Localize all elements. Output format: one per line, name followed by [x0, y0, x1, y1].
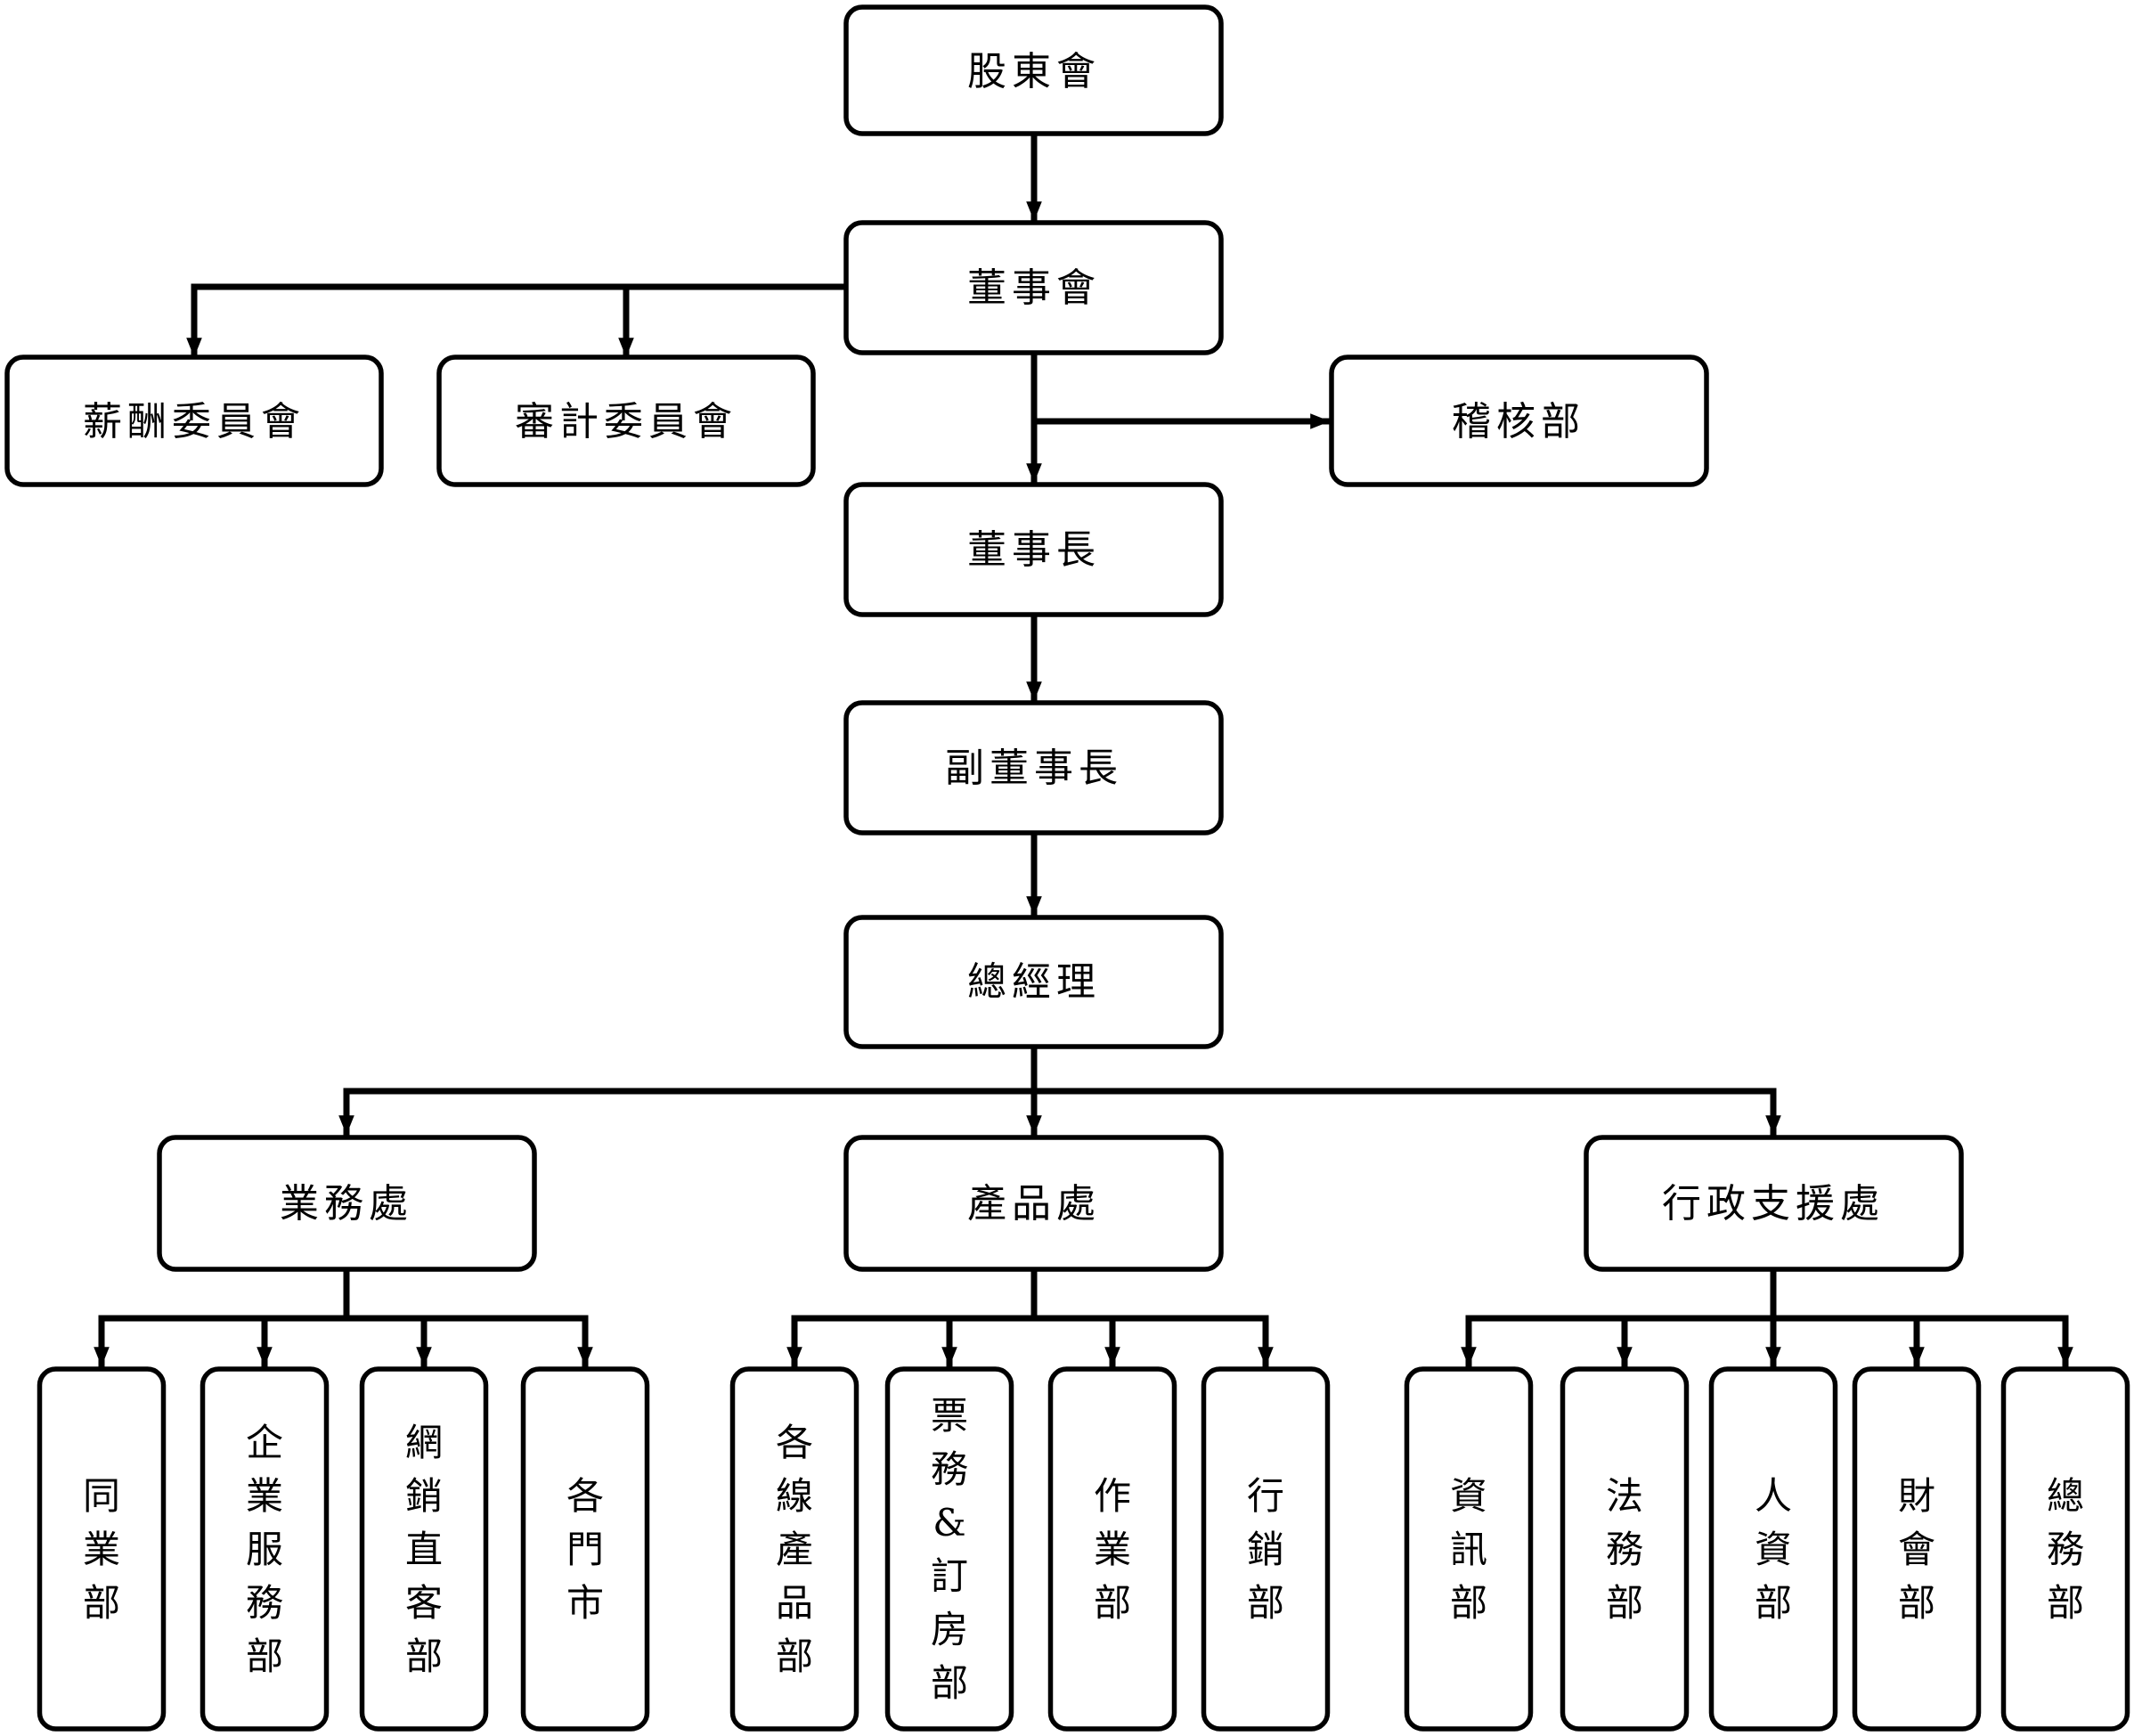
division-admin-label: 行政支援處	[1662, 1181, 1885, 1227]
node-board: 董事會	[843, 220, 1224, 355]
connector-sales-bus	[98, 1266, 589, 1322]
division-product-label: 產品處	[967, 1181, 1101, 1227]
department-node: 作業部	[1047, 1366, 1177, 1732]
node-division-product: 產品處	[843, 1135, 1224, 1272]
node-vice-chairman: 副董事長	[843, 700, 1224, 835]
department-label: 資訊部	[1450, 1474, 1487, 1625]
node-audit-committee-label: 審計委員會	[515, 399, 737, 444]
department-label: 財會部	[1898, 1474, 1935, 1625]
department-node: 同業部	[37, 1366, 167, 1732]
node-audit-dept: 稽核部	[1329, 355, 1709, 487]
department-label: 各線產品部	[776, 1421, 813, 1678]
department-label: 作業部	[1094, 1474, 1131, 1625]
department-node: 企業服務部	[200, 1366, 330, 1732]
department-label: 票務&訂房部	[931, 1394, 968, 1705]
node-audit-dept-label: 稽核部	[1452, 399, 1585, 444]
department-label: 各門市	[566, 1474, 604, 1625]
node-general-manager: 總經理	[843, 915, 1224, 1049]
department-node: 票務&訂房部	[884, 1366, 1014, 1732]
department-node: 行銷部	[1201, 1366, 1331, 1732]
node-audit-committee: 審計委員會	[436, 355, 816, 487]
connector-admin-bus	[1465, 1266, 2069, 1322]
connector-board-compensation	[186, 283, 850, 359]
node-compensation-committee: 薪酬委員會	[4, 355, 384, 487]
department-label: 人資部	[1755, 1474, 1792, 1625]
division-sales-label: 業務處	[280, 1181, 413, 1227]
department-label: 法務部	[1606, 1474, 1643, 1625]
department-node: 網銷直客部	[359, 1366, 489, 1732]
node-chairman-label: 董事長	[967, 527, 1101, 573]
node-shareholders: 股東會	[843, 4, 1224, 136]
department-node: 法務部	[1560, 1366, 1690, 1732]
department-label: 網銷直客部	[405, 1421, 443, 1678]
node-division-sales: 業務處	[157, 1135, 537, 1272]
node-chairman: 董事長	[843, 482, 1224, 617]
node-division-admin: 行政支援處	[1584, 1135, 1964, 1272]
department-node: 各門市	[520, 1366, 650, 1732]
department-node: 資訊部	[1404, 1366, 1534, 1732]
department-label: 總務部	[2047, 1474, 2084, 1625]
department-nodes: 同業部 企業服務部 網銷直客部 各門市 各線產品部 票務&訂房部 作業部 行銷部 資訊部 法務部 人…	[37, 1366, 2130, 1732]
department-node: 財會部	[1852, 1366, 1982, 1732]
department-node: 總務部	[2000, 1366, 2130, 1732]
department-label: 企業服務部	[246, 1421, 283, 1678]
node-board-label: 董事會	[967, 265, 1101, 311]
node-compensation-committee-label: 薪酬委員會	[83, 399, 305, 444]
connectors	[94, 130, 2073, 1368]
connector-product-bus	[791, 1266, 1269, 1322]
department-node: 人資部	[1708, 1366, 1838, 1732]
department-label: 同業部	[83, 1474, 120, 1625]
node-vice-chairman-label: 副董事長	[945, 746, 1123, 791]
node-general-manager-label: 總經理	[967, 959, 1101, 1005]
node-shareholders-label: 股東會	[967, 49, 1101, 94]
department-label: 行銷部	[1247, 1474, 1284, 1625]
department-node: 各線產品部	[729, 1366, 859, 1732]
